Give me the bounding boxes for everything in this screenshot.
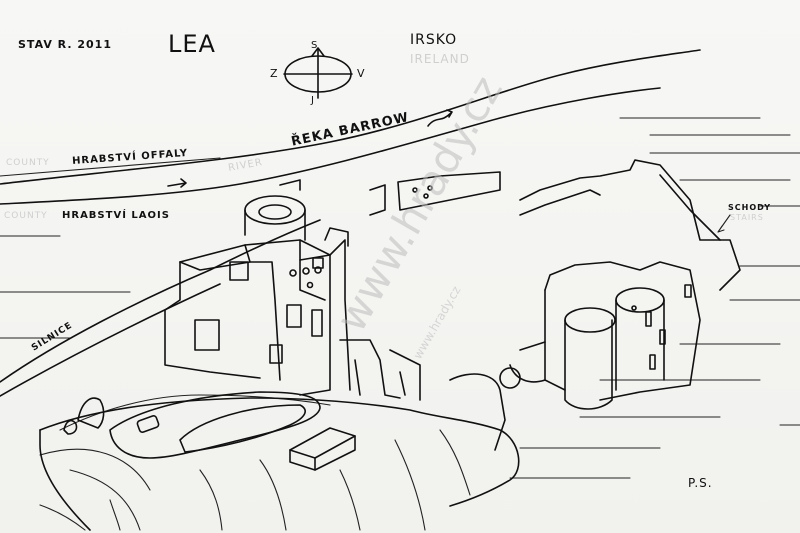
stairs-label: SCHODY [728,203,771,212]
watermark-text: www.hrady.cz [326,68,512,340]
hill-edge [39,429,91,531]
stairs-label-en: STAIRS [730,213,764,222]
county-label-en-1: COUNTY [6,158,50,168]
compass [283,47,353,99]
keep [164,195,351,396]
compass-north: S [311,40,319,51]
county-boundary [0,157,221,177]
county-label-en-2: COUNTY [4,211,48,221]
road [0,219,321,397]
watermark-text-small: www.hrady.cz [410,284,463,362]
country-label-en: IRELAND [410,52,470,66]
gate-walls [339,339,421,401]
state-year-label: STAV R. 2011 [18,38,112,51]
rocks [63,397,105,435]
site-title: LEA [168,30,216,58]
compass-east: V [357,67,366,80]
country-label: IRSKO [410,32,458,48]
compass-south: J [311,95,315,106]
outer-ward-oval [109,391,321,459]
terrain-lines [0,117,800,479]
north-wall [279,159,741,291]
hill-hatch [39,394,471,531]
author-signature: P.S. [688,476,713,490]
river-banks [0,49,701,205]
compass-west: Z [270,67,279,80]
gatehouse [449,261,701,451]
stairs-pointer [717,214,731,233]
small-building [289,427,356,471]
county-label-laois: HRABSTVÍ LAOIS [62,210,170,221]
river-flow-arrows [167,109,453,188]
hill-outline [39,397,520,507]
